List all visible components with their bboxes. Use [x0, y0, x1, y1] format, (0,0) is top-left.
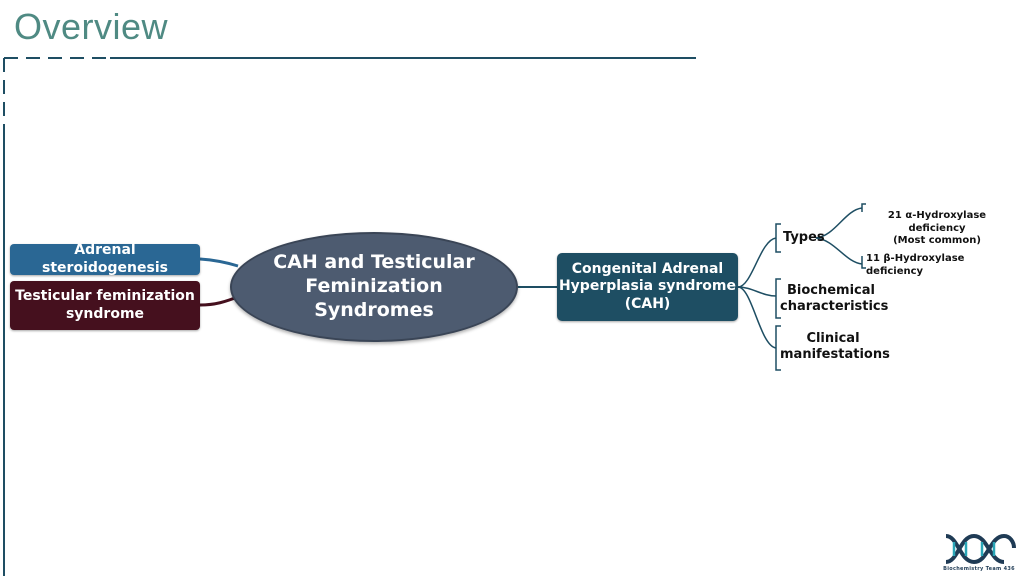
- node-center-label: CAH and Testicular Feminization Syndrome…: [273, 251, 475, 321]
- bracket-biochemical: [775, 278, 781, 319]
- connector-types: [737, 237, 777, 288]
- dna-logo-icon: [945, 534, 1016, 564]
- branch-clinical-label: Clinical manifestations: [780, 331, 890, 363]
- subtype-21-line1: 21 α-Hydroxylase deficiency: [887, 210, 987, 234]
- connector-11-hydroxylase: [815, 237, 863, 265]
- node-cah-label: Congenital Adrenal Hyperplasia syndrome …: [558, 260, 737, 312]
- bracket-21: [861, 203, 866, 212]
- node-testicular-label: Testicular feminization syndrome: [15, 288, 195, 322]
- subtype-21-hydroxylase: 21 α-Hydroxylase deficiency (Most common…: [866, 210, 1008, 248]
- connector-adrenal: [199, 257, 239, 268]
- bracket-11: [861, 256, 866, 269]
- branch-types-label: Types: [783, 230, 825, 245]
- slide-title: Overview: [14, 6, 169, 47]
- connector-21-hydroxylase: [815, 207, 863, 239]
- branch-biochemical-label: Biochemical characteristics: [780, 283, 889, 315]
- node-adrenal-steroidogenesis: Adrenal steroidogenesis: [10, 242, 200, 276]
- bracket-clinical: [775, 325, 781, 371]
- team-logo-text: Biochemistry Team 436: [943, 566, 1015, 572]
- connector-clinical: [737, 286, 777, 349]
- team-logo: Biochemistry Team 436: [940, 532, 1018, 572]
- bracket-types: [775, 223, 781, 253]
- node-testicular-feminization: Testicular feminization syndrome: [10, 281, 200, 330]
- node-center-topic: CAH and Testicular Feminization Syndrome…: [230, 232, 518, 342]
- subtype-11-hydroxylase: 11 β-Hydroxylase deficiency: [866, 253, 965, 277]
- node-cah: Congenital Adrenal Hyperplasia syndrome …: [557, 253, 738, 321]
- subtype-21-line2: (Most common): [893, 235, 981, 246]
- node-adrenal-label: Adrenal steroidogenesis: [42, 242, 168, 276]
- connector-biochemical: [737, 286, 777, 297]
